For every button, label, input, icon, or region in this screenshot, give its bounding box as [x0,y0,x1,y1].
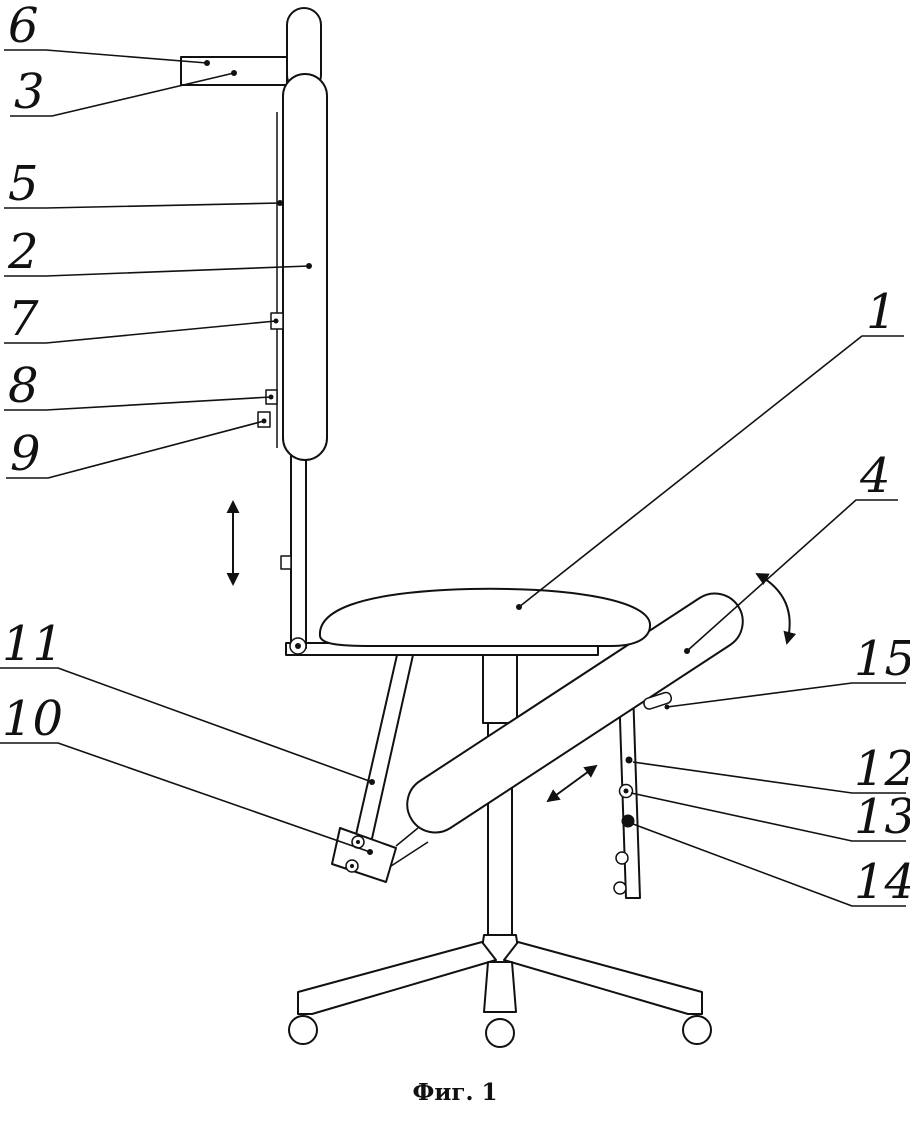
leader-7-dot [273,318,279,324]
figure-caption: Фиг. 1 [413,1079,498,1106]
bracket-bolt-lower-center [350,864,354,868]
label-6: 6 [8,0,39,54]
leader-8-dot [268,394,274,400]
base-leg-left [297,941,497,1015]
label-13: 13 [854,789,910,845]
label-14: 14 [854,854,910,910]
leader-4-dot [684,648,690,654]
caster-right [682,1015,712,1045]
leader-1-dot [516,604,522,610]
label-1: 1 [866,284,897,340]
knee-pad-link-top [395,827,419,847]
motion-arrows [226,500,797,803]
backrest-post [290,451,307,649]
callout-labels: 6 3 5 2 7 8 9 11 10 1 4 15 12 13 14 [2,0,910,910]
label-7: 7 [8,291,39,347]
bar-pin [625,756,633,764]
leader-4 [686,499,898,652]
backrest-pivot-center [295,643,301,649]
knee-pad-slide-arrow [546,764,598,803]
chair-drawing [180,7,744,1048]
leader-1 [518,335,904,608]
leader-lines [0,49,906,907]
label-2: 2 [7,224,39,280]
seat-cushion [318,587,652,647]
label-5: 5 [8,156,39,212]
leader-5-dot [277,200,283,206]
base-leg-center [483,961,517,1013]
star-base [288,934,712,1048]
leader-14 [632,823,906,907]
post-lock-knob [280,555,292,570]
gas-lift-upper-tube [482,654,518,724]
leader-13 [630,792,906,842]
leader-2-dot [306,263,312,269]
label-10: 10 [2,691,63,747]
leader-15-dot [664,704,670,710]
knee-pad-link-bottom [387,841,429,869]
knee-pad-tilt-arrow [755,573,797,645]
leader-9 [6,420,265,479]
bar-hole-2 [615,851,629,865]
label-4: 4 [859,448,891,504]
leader-7 [4,320,277,344]
leader-15 [666,682,906,708]
bar-bolt [621,814,635,828]
leader-8 [4,396,272,411]
label-9: 9 [10,426,41,482]
leader-3 [10,72,235,117]
leader-11 [0,667,373,783]
adjust-peg [643,691,673,710]
leader-10-dot [367,849,373,855]
label-3: 3 [14,64,45,120]
strut-bracket [331,827,429,883]
leader-10 [0,742,371,853]
bracket-bolt-upper-center [356,840,360,844]
base-leg-right [503,941,703,1015]
leader-6 [4,49,208,64]
bracket-plate [331,827,397,883]
caster-center [485,1018,515,1048]
adjust-peg-body [643,691,673,710]
caster-left [288,1015,318,1045]
leader-6-dot [204,60,210,66]
leader-3-dot [231,70,237,76]
label-12: 12 [854,741,910,797]
seat-strut [354,654,414,844]
label-15: 15 [854,631,910,687]
leader-5 [4,202,281,209]
label-11: 11 [2,616,63,672]
leader-11-dot [369,779,375,785]
leader-2 [4,265,310,277]
bar-hole-3 [613,881,627,895]
bar-hole-1-center [623,788,629,794]
leader-12 [632,761,906,794]
label-8: 8 [8,358,39,414]
leader-9-dot [261,418,267,424]
